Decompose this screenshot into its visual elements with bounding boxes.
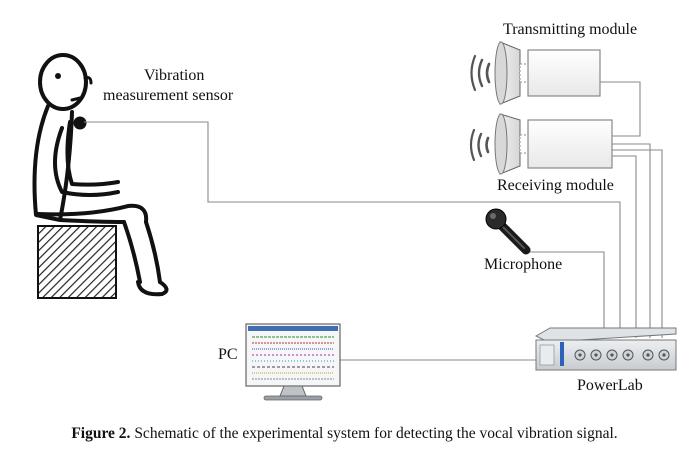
sound-wave-icon [470,54,491,92]
figure-caption: Figure 2. Schematic of the experimental … [0,425,689,443]
label-pc: PC [218,346,238,363]
connection-wires [84,81,663,361]
label-vibration-sensor-line2: measurement sensor [103,87,234,104]
sound-wave-icon [469,128,490,162]
transmitter-horn-icon [494,41,601,105]
person-seated-icon [32,53,169,297]
microphone-icon [485,208,531,255]
sensor-dot-icon [73,116,87,130]
label-transmitting-module: Transmitting module [503,21,638,38]
pc-monitor-icon [245,323,341,401]
caption-label: Figure 2. [71,425,131,442]
caption-text: Schematic of the experimental system for… [130,425,618,442]
powerlab-device-icon [534,327,677,371]
label-powerlab: PowerLab [577,377,643,394]
receiver-horn-icon [494,113,613,175]
stool [37,225,117,299]
label-receiving-module: Receiving module [497,177,614,194]
label-vibration-sensor-line1: Vibration [144,67,205,84]
label-microphone: Microphone [484,256,563,273]
